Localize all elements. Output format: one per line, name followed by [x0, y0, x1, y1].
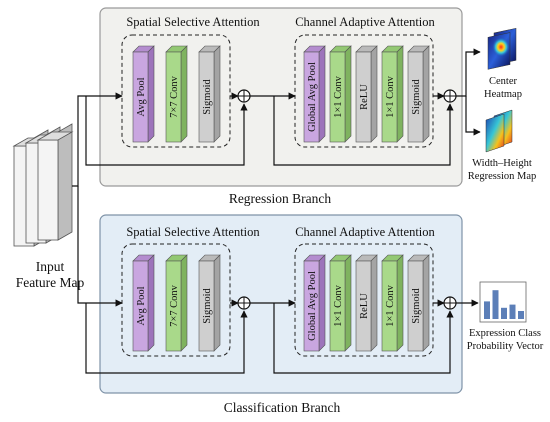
regression-conv1a-block: 1×1 Conv	[329, 45, 352, 143]
center-heatmap-label-line2: Heatmap	[484, 89, 522, 100]
classification-channel-add-node	[443, 296, 457, 310]
regression-conv7-block: 7×7 Conv	[165, 45, 188, 143]
probability-vector-output: Expression Class Probability Vector	[467, 281, 544, 352]
regression-conv7-label: 7×7 Conv	[169, 75, 180, 118]
regression-channel-add-node	[443, 89, 457, 103]
center-heatmap-image	[487, 28, 517, 70]
probability-label-line1: Expression Class	[469, 328, 541, 339]
regression-map-label-line1: Width–Height	[472, 158, 532, 169]
feature-map-stack	[12, 123, 74, 247]
regression-channel-sigmoid-label: Sigmoid	[411, 78, 422, 114]
regression-map-label-line2: Regression Map	[468, 171, 537, 182]
classification-conv1b-block: 1×1 Conv	[381, 254, 404, 352]
probability-bar-chart	[479, 281, 527, 323]
classification-branch-label: Classification Branch	[224, 400, 341, 415]
regression-spatial-dashed-box	[121, 34, 231, 148]
input-label-line1: Input	[36, 259, 65, 274]
classification-conv7-block: 7×7 Conv	[165, 254, 188, 352]
probability-bar	[492, 290, 499, 319]
classification-conv1b-label: 1×1 Conv	[385, 284, 396, 327]
regression-avgpool-block: Avg Pool	[132, 45, 155, 143]
classification-conv1a-block: 1×1 Conv	[329, 254, 352, 352]
classification-spatial-title: Spatial Selective Attention	[126, 225, 260, 239]
regression-map-output: Width–Height Regression Map	[468, 109, 537, 182]
regression-connectors	[85, 48, 481, 166]
center-heatmap-label-line1: Center	[489, 76, 517, 87]
classification-avgpool-block: Avg Pool	[132, 254, 155, 352]
input-split-connector	[72, 95, 86, 304]
input-feature-map: Input Feature Map	[12, 123, 85, 290]
regression-branch: Spatial Selective Attention Channel Adap…	[85, 7, 481, 206]
regression-conv1b-block: 1×1 Conv	[381, 45, 404, 143]
regression-sigmoid-block: Sigmoid	[198, 45, 221, 143]
center-heatmap-output: Center Heatmap	[484, 28, 522, 100]
regression-branch-label: Regression Branch	[229, 191, 332, 206]
regression-gap-label: Global Avg Pool	[307, 62, 318, 132]
probability-bar	[501, 307, 507, 319]
regression-channel-sigmoid-block: Sigmoid	[407, 45, 430, 143]
probability-bar	[509, 304, 516, 319]
regression-channel-title: Channel Adaptive Attention	[295, 15, 435, 29]
classification-sigmoid-block: Sigmoid	[198, 254, 221, 352]
probability-bar	[484, 301, 490, 319]
probability-bar	[518, 311, 524, 319]
classification-channel-sigmoid-label: Sigmoid	[411, 287, 422, 323]
regression-relu-block: ReLU	[355, 45, 378, 143]
input-label-line2: Feature Map	[16, 275, 85, 290]
regression-conv1b-label: 1×1 Conv	[385, 75, 396, 118]
classification-branch: Spatial Selective Attention Channel Adap…	[85, 214, 479, 415]
regression-avgpool-label: Avg Pool	[136, 77, 147, 116]
classification-sigmoid-label: Sigmoid	[202, 287, 213, 323]
regression-spatial-title: Spatial Selective Attention	[126, 15, 260, 29]
classification-channel-title: Channel Adaptive Attention	[295, 225, 435, 239]
regression-spatial-add-node	[237, 89, 251, 103]
classification-avgpool-label: Avg Pool	[136, 286, 147, 325]
classification-relu-block: ReLU	[355, 254, 378, 352]
regression-channel-dashed-box	[294, 34, 434, 148]
classification-relu-label: ReLU	[359, 293, 370, 319]
probability-label-line2: Probability Vector	[467, 341, 544, 352]
regression-gap-block: Global Avg Pool	[303, 45, 326, 143]
classification-gap-block: Global Avg Pool	[303, 254, 326, 352]
classification-conv7-label: 7×7 Conv	[169, 284, 180, 327]
regression-map-image	[485, 109, 513, 153]
classification-spatial-add-node	[237, 296, 251, 310]
regression-conv1a-label: 1×1 Conv	[333, 75, 344, 118]
classification-connectors	[85, 299, 479, 374]
classification-conv1a-label: 1×1 Conv	[333, 284, 344, 327]
regression-relu-label: ReLU	[359, 84, 370, 110]
classification-gap-label: Global Avg Pool	[307, 271, 318, 341]
regression-sigmoid-label: Sigmoid	[202, 78, 213, 114]
classification-channel-sigmoid-block: Sigmoid	[407, 254, 430, 352]
